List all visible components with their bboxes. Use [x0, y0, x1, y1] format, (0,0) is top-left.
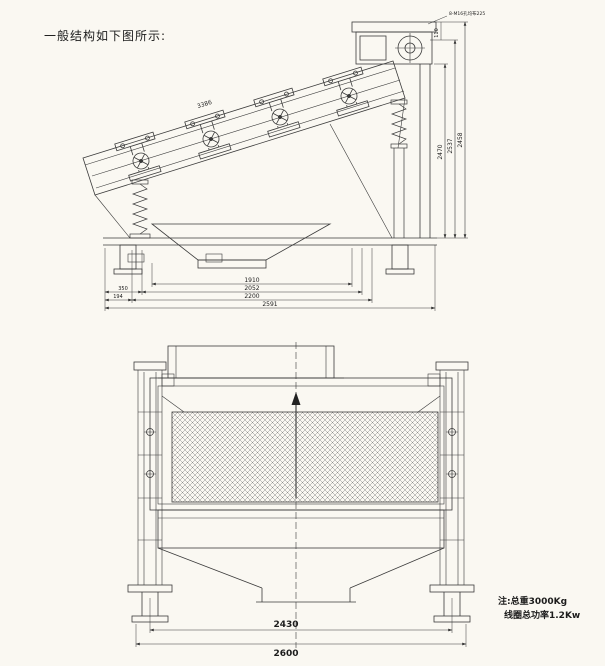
- dim-2430: 2430: [273, 620, 298, 630]
- dim-2537: 2537: [447, 138, 454, 153]
- vibrator-icon: [114, 131, 166, 183]
- dim-2200: 2200: [244, 293, 259, 300]
- screen-body: [149, 373, 453, 511]
- dim-2600: 2600: [273, 649, 298, 659]
- side-view-dims: 1910 2052 350 2200 194 2591 2470 2537 24…: [113, 10, 485, 308]
- bottom-funnel: [157, 509, 445, 603]
- vibrator-icon: [184, 109, 236, 161]
- discharge-hopper: [127, 223, 332, 269]
- page-title: 一般结构如下图所示:: [44, 28, 166, 43]
- vibrator-units: [114, 66, 374, 183]
- center-line: [291, 342, 301, 648]
- drive-motor: [351, 15, 448, 238]
- dim-2458: 2458: [457, 132, 464, 147]
- extension-lines: [104, 21, 468, 311]
- dim-slope: 3386: [196, 99, 213, 110]
- support-springs: [129, 99, 408, 239]
- dim-350: 350: [118, 286, 128, 292]
- feed-box: [158, 345, 344, 379]
- note-weight: 注:总重3000Kg: [498, 595, 567, 607]
- front-dimension-lines: [135, 598, 467, 647]
- vibrator-icon: [322, 66, 374, 118]
- dim-1910: 1910: [244, 277, 259, 284]
- dim-2470: 2470: [437, 144, 444, 159]
- mesh-panel: [171, 411, 439, 503]
- note-power: 线圈总功率1.2Kw: [504, 609, 580, 621]
- dim-194: 194: [113, 294, 123, 300]
- front-view-dims: 2430 2600: [273, 620, 298, 659]
- motor-hole-label: 8-M16孔均布225: [449, 10, 485, 17]
- dim-110: 110: [434, 28, 440, 38]
- dimension-lines: [104, 21, 467, 310]
- side-view: [82, 15, 468, 311]
- screen-deck: [82, 60, 406, 239]
- base-frame: [103, 237, 437, 275]
- dim-2052: 2052: [244, 285, 259, 292]
- dim-2591: 2591: [262, 301, 277, 308]
- front-view: [127, 342, 475, 648]
